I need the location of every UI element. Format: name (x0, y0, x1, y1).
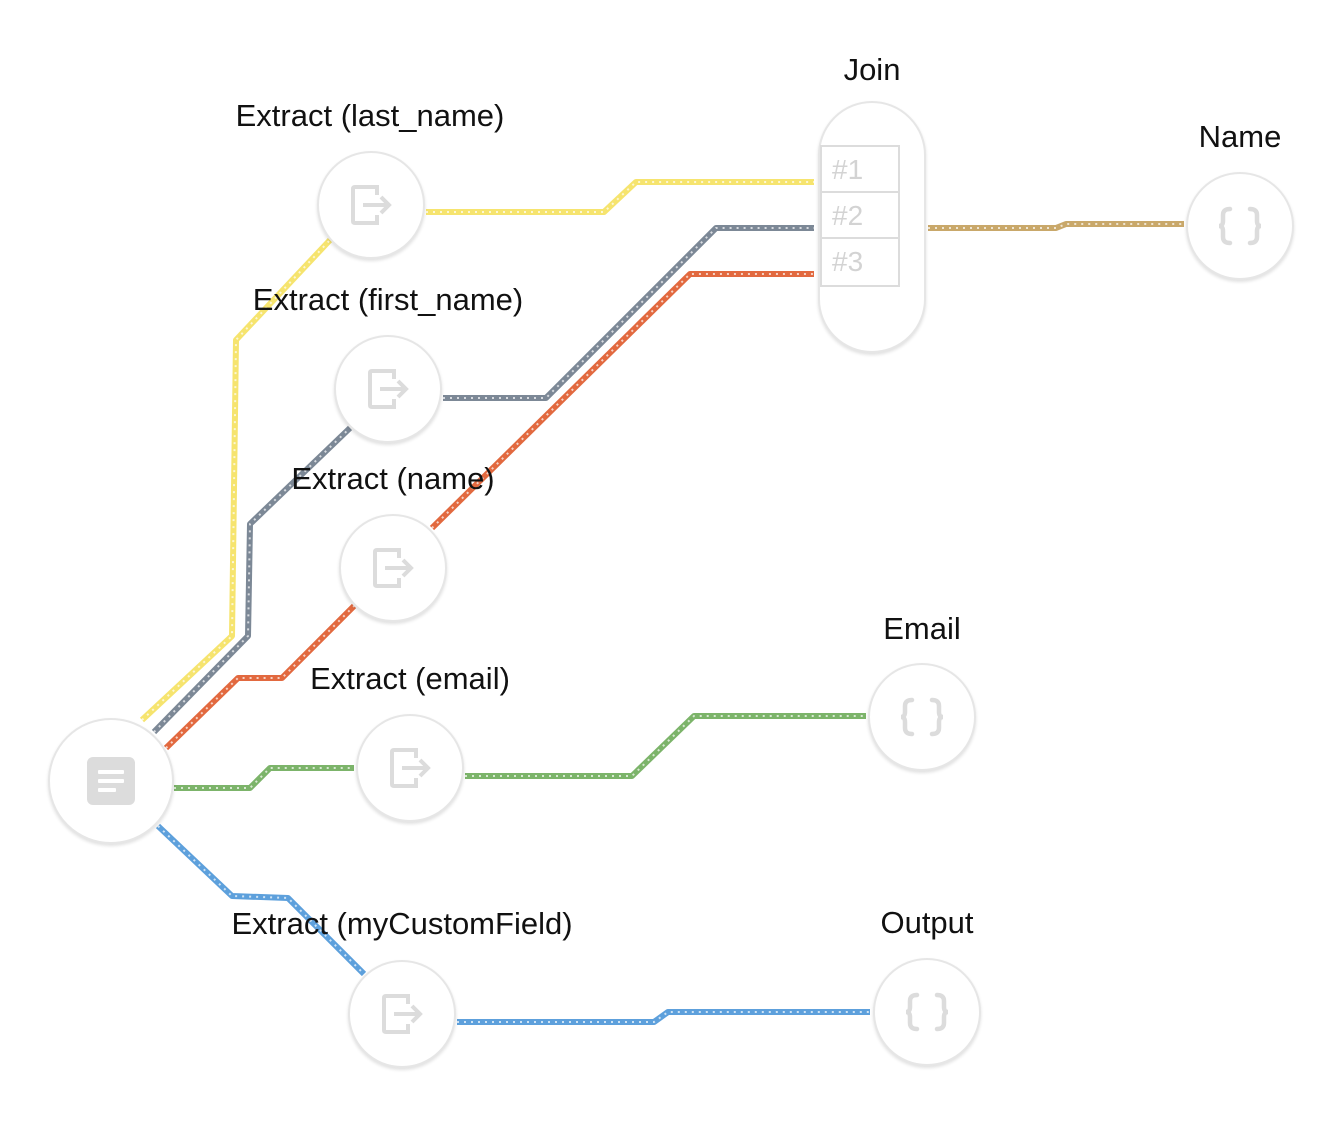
label-extract-first-name: Extract (first_name) (252, 282, 524, 317)
source-node[interactable] (48, 718, 174, 844)
edge-extract-name-to-join-3-flow-pattern (431, 273, 814, 529)
label-join: Join (843, 52, 901, 87)
document-icon (87, 757, 135, 805)
edge-extract-email-to-email-output[interactable] (465, 713, 866, 779)
extract-icon (373, 548, 414, 588)
label-extract-email: Extract (email) (310, 661, 510, 696)
edge-source-to-extract-name-flow-pattern (165, 605, 355, 749)
edge-source-to-extract-email[interactable] (174, 765, 354, 791)
label-name-output: Name (1198, 119, 1282, 154)
label-extract-last-name: Extract (last_name) (235, 98, 505, 133)
extract-icon (382, 994, 423, 1034)
edge-source-to-extract-custom-flow-pattern (157, 825, 365, 975)
edge-extract-first-name-to-join-2-flow-pattern (443, 227, 814, 399)
label-email-output: Email (883, 611, 961, 646)
extract-email-node[interactable] (356, 714, 464, 822)
braces-icon (905, 992, 949, 1032)
extract-icon (390, 748, 431, 788)
edge-join-to-name-output-flow-pattern (928, 223, 1184, 229)
extract-name-node[interactable] (339, 514, 447, 622)
extract-icon (351, 185, 392, 225)
join-slot-list: #1 #2 #3 (820, 145, 900, 287)
extract-last-name-node[interactable] (317, 151, 425, 259)
output-node[interactable] (873, 958, 981, 1066)
edge-source-to-extract-last-name[interactable] (139, 237, 333, 723)
extract-icon (368, 369, 409, 409)
edge-extract-last-name-to-join-1[interactable] (426, 179, 814, 215)
extract-custom-field-node[interactable] (348, 960, 456, 1068)
braces-icon (1218, 206, 1262, 246)
name-output-node[interactable] (1186, 172, 1294, 280)
join-slot-2[interactable]: #2 (822, 193, 898, 239)
edge-extract-custom-to-output[interactable] (457, 1009, 870, 1025)
join-slot-1[interactable]: #1 (822, 147, 898, 193)
extract-first-name-node[interactable] (334, 335, 442, 443)
edge-source-to-extract-first-name-flow-pattern (153, 427, 351, 733)
edge-source-to-extract-custom[interactable] (155, 823, 367, 977)
braces-icon (900, 697, 944, 737)
label-output: Output (880, 905, 974, 940)
edge-extract-custom-to-output-flow-pattern (457, 1011, 870, 1023)
join-node[interactable]: #1 #2 #3 (818, 101, 926, 353)
edge-extract-email-to-email-output-flow-pattern (465, 715, 866, 777)
email-output-node[interactable] (868, 663, 976, 771)
label-extract-custom: Extract (myCustomField) (231, 906, 573, 941)
join-slot-3[interactable]: #3 (832, 246, 864, 277)
label-extract-name: Extract (name) (291, 461, 495, 496)
